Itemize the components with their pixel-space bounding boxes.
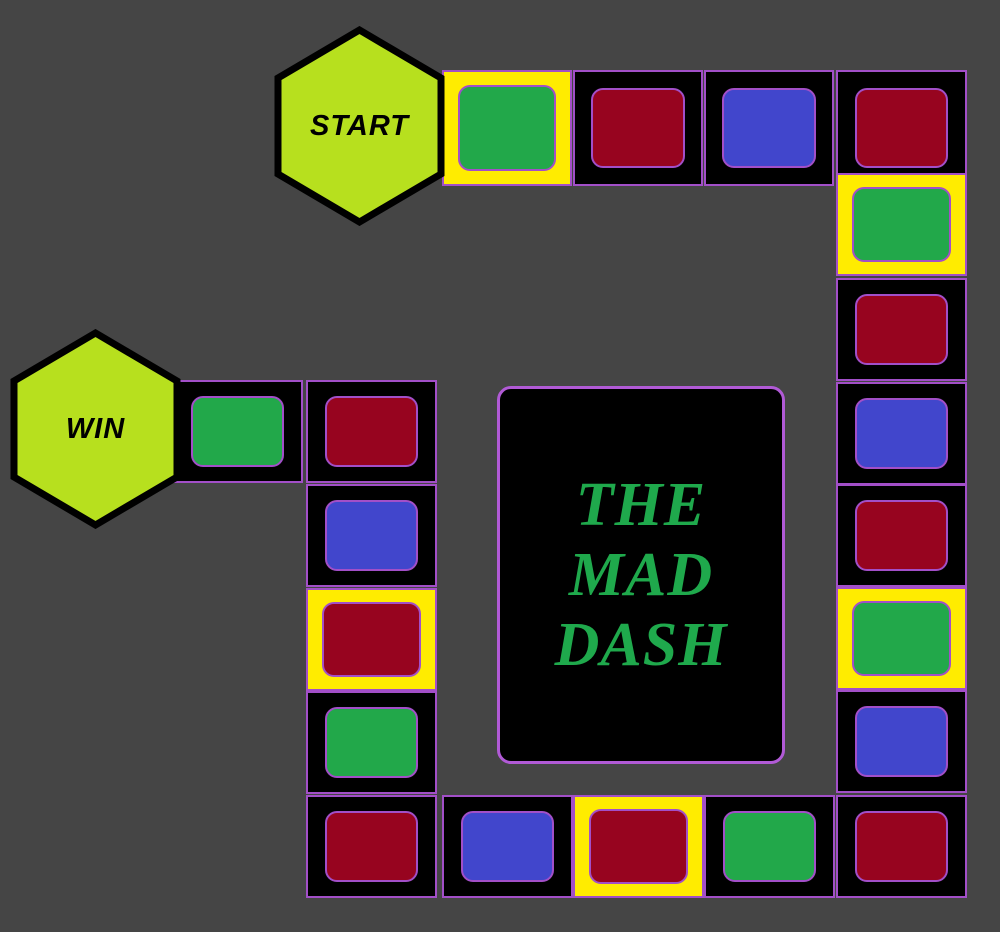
tile-chip-green <box>457 85 557 171</box>
title-line-2: MAD <box>568 541 714 609</box>
board-tile-t07[interactable] <box>836 382 967 485</box>
board-tile-t19[interactable] <box>306 380 437 483</box>
board-tile-t10[interactable] <box>836 690 967 793</box>
board-tile-t05[interactable] <box>836 173 967 276</box>
tile-chip-green <box>851 600 952 677</box>
title-line-3: DASH <box>554 611 728 679</box>
board-tile-t16[interactable] <box>306 691 437 794</box>
board-tile-t13[interactable] <box>573 795 704 898</box>
start-hex[interactable]: START <box>274 26 445 226</box>
tile-chip-red <box>854 499 949 572</box>
board-tile-t17[interactable] <box>306 588 437 691</box>
board-tile-t14[interactable] <box>442 795 573 898</box>
board-tile-t15[interactable] <box>306 795 437 898</box>
tile-chip-green <box>324 706 419 779</box>
board-tile-t01[interactable] <box>442 70 572 186</box>
board-tile-t09[interactable] <box>836 587 967 690</box>
tile-chip-red <box>321 601 422 678</box>
title-line-1: THE <box>575 471 707 539</box>
tile-chip-blue <box>854 397 949 470</box>
tile-chip-red <box>324 810 419 883</box>
tile-chip-red <box>854 810 949 883</box>
board-tile-t18[interactable] <box>306 484 437 587</box>
board-tile-t04[interactable] <box>836 70 967 186</box>
board-tile-t11[interactable] <box>836 795 967 898</box>
board-tile-t06[interactable] <box>836 278 967 381</box>
center-title-plaque: THE MAD DASH <box>497 386 785 764</box>
tile-chip-blue <box>324 499 419 572</box>
tile-chip-red <box>854 87 949 169</box>
tile-chip-green <box>851 186 952 263</box>
tile-chip-red <box>324 395 419 468</box>
board-tile-t12[interactable] <box>704 795 835 898</box>
board-tile-t02[interactable] <box>573 70 703 186</box>
tile-chip-blue <box>460 810 555 883</box>
hexagon-icon <box>274 26 445 226</box>
board-tile-t08[interactable] <box>836 484 967 587</box>
tile-chip-red <box>588 808 689 885</box>
tile-chip-green <box>190 395 285 468</box>
board-tile-t03[interactable] <box>704 70 834 186</box>
win-hex[interactable]: WIN <box>10 329 181 529</box>
tile-chip-blue <box>722 87 816 169</box>
board-tile-t20[interactable] <box>172 380 303 483</box>
hexagon-icon <box>10 329 181 529</box>
tile-chip-blue <box>854 705 949 778</box>
tile-chip-green <box>722 810 817 883</box>
tile-chip-red <box>854 293 949 366</box>
tile-chip-red <box>591 87 685 169</box>
